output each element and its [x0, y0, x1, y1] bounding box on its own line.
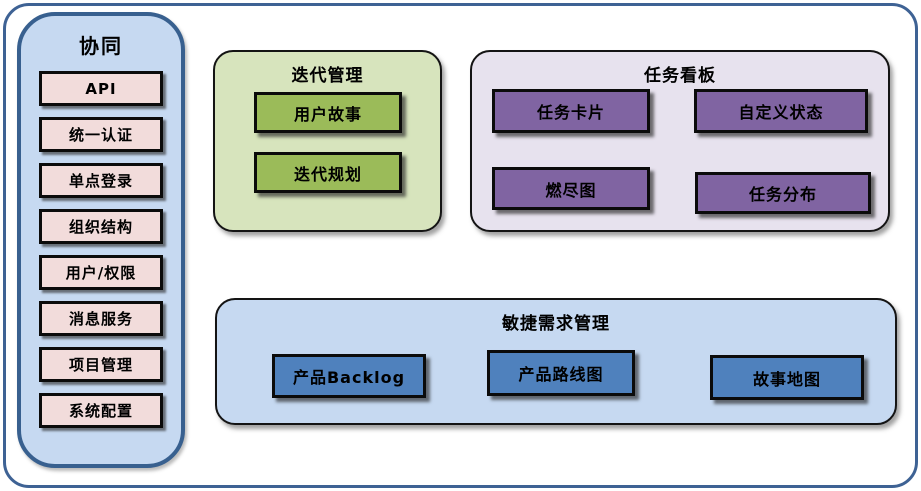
iteration-item: 迭代规划 — [254, 152, 402, 193]
outer-frame — [3, 3, 918, 488]
panel-task-kanban: 任务看板 任务卡片 自定义状态 燃尽图 任务分布 — [470, 50, 890, 232]
panel-agile-title: 敏捷需求管理 — [502, 314, 610, 334]
kanban-item: 自定义状态 — [694, 89, 868, 133]
sidebar-item: 项目管理 — [39, 347, 163, 382]
sidebar-item: API — [39, 71, 163, 106]
panel-kanban-title: 任务看板 — [644, 66, 716, 86]
sidebar-item: 统一认证 — [39, 117, 163, 152]
sidebar-item: 系统配置 — [39, 393, 163, 428]
panel-kanban-items: 任务卡片 自定义状态 燃尽图 任务分布 — [472, 52, 888, 230]
agile-item: 产品路线图 — [487, 350, 635, 396]
sidebar-item-list: API 统一认证 单点登录 组织结构 用户/权限 消息服务 项目管理 系统配置 — [21, 71, 181, 428]
panel-iteration-management: 迭代管理 用户故事 迭代规划 — [213, 50, 442, 232]
agile-item: 产品Backlog — [272, 354, 426, 398]
sidebar-item: 用户/权限 — [39, 255, 163, 290]
sidebar-item: 单点登录 — [39, 163, 163, 198]
sidebar-item: 消息服务 — [39, 301, 163, 336]
kanban-item: 任务卡片 — [492, 89, 650, 133]
sidebar-title: 协同 — [79, 34, 123, 58]
panel-iteration-title: 迭代管理 — [291, 66, 364, 86]
iteration-item: 用户故事 — [254, 92, 402, 133]
sidebar-item: 组织结构 — [39, 209, 163, 244]
panel-agile-requirements: 敏捷需求管理 产品Backlog 产品路线图 故事地图 — [215, 298, 897, 425]
kanban-item: 任务分布 — [695, 172, 871, 214]
panel-iteration-items: 用户故事 迭代规划 — [215, 52, 440, 230]
panel-agile-items: 产品Backlog 产品路线图 故事地图 — [217, 300, 895, 423]
sidebar-collaboration: 协同 API 统一认证 单点登录 组织结构 用户/权限 消息服务 项目管理 系统… — [17, 12, 185, 468]
agile-item: 故事地图 — [710, 355, 864, 400]
kanban-item: 燃尽图 — [492, 167, 650, 210]
